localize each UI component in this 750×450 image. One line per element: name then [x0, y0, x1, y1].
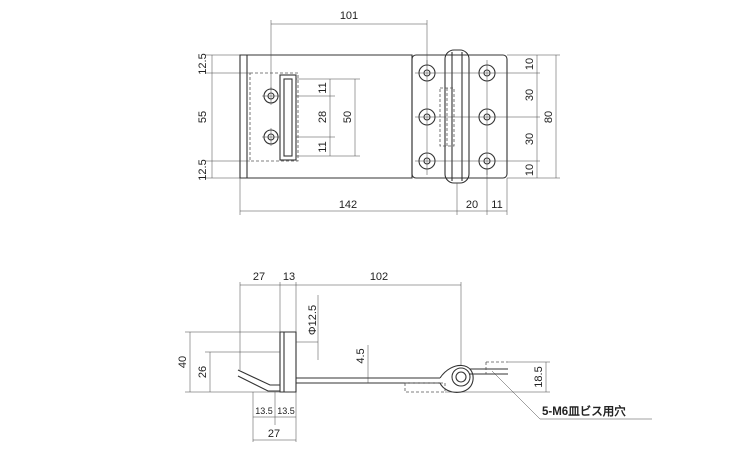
dim-inner-50: 50	[342, 111, 354, 123]
dim-side-13: 13	[283, 271, 295, 283]
note-screw-holes: 5-M6皿ビス用穴	[542, 404, 626, 418]
dim-bot-27: 27	[268, 428, 280, 440]
dim-101: 101	[340, 10, 358, 22]
dim-thick-4-5: 4.5	[355, 348, 367, 363]
latch-hidden-outline	[249, 72, 299, 162]
top-view: 101 12.5 55 12.5 11 28 11 50 10 30 30 10…	[197, 10, 560, 215]
side-flange	[279, 331, 297, 393]
hinge-knuckle	[444, 49, 470, 184]
latch-slot	[279, 74, 297, 161]
dim-slot-28: 28	[317, 111, 329, 123]
hinge-plate	[411, 54, 508, 179]
right-holes	[415, 60, 540, 175]
dim-55: 55	[197, 111, 209, 123]
plate-outline	[239, 54, 413, 179]
dim-total-80: 80	[543, 111, 555, 123]
dim-right-10-top: 10	[524, 58, 536, 70]
dim-height-40: 40	[177, 356, 189, 368]
dim-142: 142	[339, 199, 357, 211]
dim-bot-13-5-a: 13.5	[255, 406, 273, 416]
dim-bot-13-5-b: 13.5	[277, 406, 295, 416]
dim-phi-12-5: Φ12.5	[307, 305, 319, 335]
dim-slot-11-top: 11	[317, 82, 329, 93]
left-holes	[262, 87, 280, 146]
dim-right-10-bottom: 10	[524, 164, 536, 176]
dim-right-30-bottom: 30	[524, 133, 536, 145]
dim-20: 20	[466, 199, 478, 211]
dim-side-102: 102	[370, 271, 388, 283]
dim-right-30-top: 30	[524, 89, 536, 101]
dim-bottom-12-5: 12.5	[197, 159, 209, 180]
dim-right-18-5: 18.5	[533, 366, 545, 387]
dim-slot-11-bottom: 11	[317, 141, 329, 152]
dim-side-27: 27	[253, 271, 265, 283]
dim-11: 11	[491, 199, 502, 211]
dim-height-26: 26	[197, 366, 209, 378]
side-view: 27 13 102 Φ12.5 4.5 40 26 13.5 13.5 27 1…	[177, 271, 652, 442]
hinge-barrel	[451, 367, 471, 387]
dim-top-12-5: 12.5	[197, 53, 209, 74]
